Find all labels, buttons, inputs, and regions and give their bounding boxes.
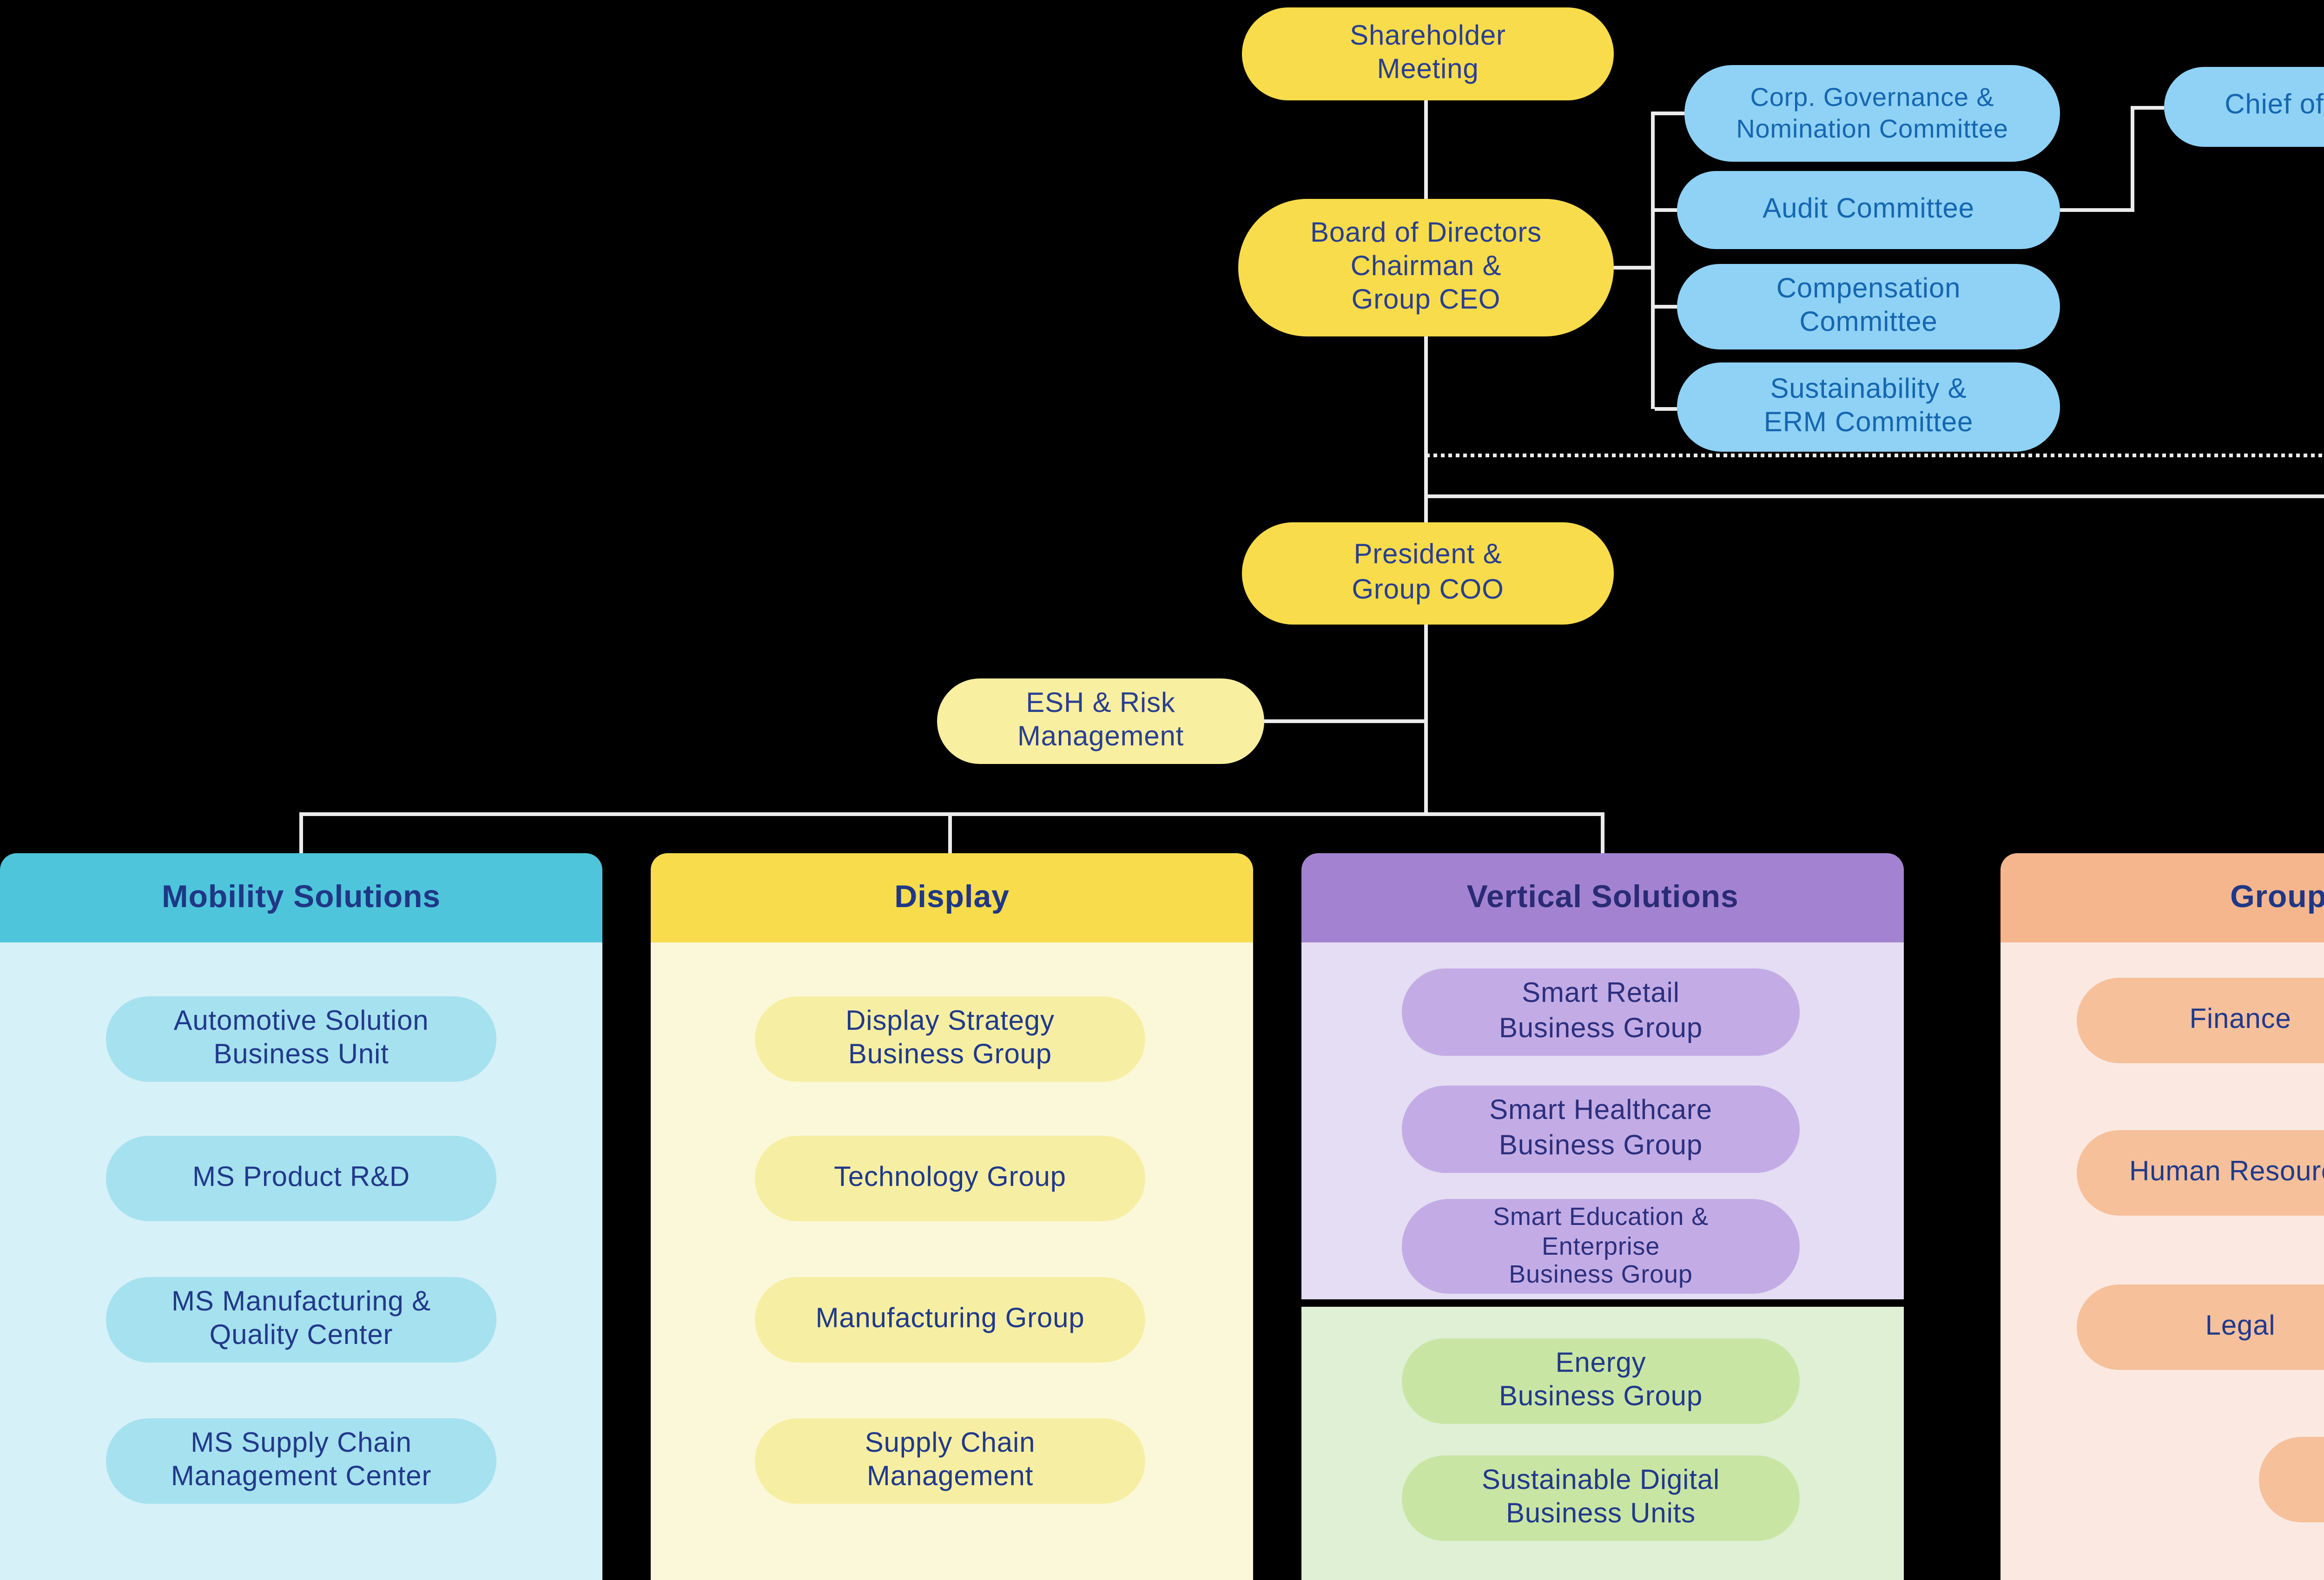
node-manufacturing-group: Manufacturing Group	[755, 1277, 1145, 1363]
node-board-of-directors: Board of Directors Chairman & Group CEO	[1238, 199, 1614, 336]
connector-drop-display	[948, 812, 952, 853]
node-smart-education-enterprise-business-group: Smart Education & Enterprise Business Gr…	[1402, 1199, 1800, 1294]
node-smart-retail-business-group: Smart Retail Business Group	[1402, 968, 1800, 1056]
node-supply-chain-management: Supply Chain Management	[755, 1418, 1145, 1504]
connector-committee-bracket	[1651, 112, 1655, 409]
connector-stub-audit	[1655, 208, 1677, 212]
connector-esh-trunk	[1264, 719, 1428, 723]
connector-audit-compliance-h	[2060, 208, 2134, 212]
node-chief-of-compliance: Chief of Compliance	[2164, 67, 2324, 147]
node-technology-group: Technology Group	[755, 1136, 1145, 1221]
node-legal: Legal	[2077, 1284, 2324, 1370]
connector-audit-compliance-h2	[2131, 106, 2164, 110]
node-energy-business-group: Energy Business Group	[1402, 1338, 1800, 1424]
header-group-infrastructure-unit: Group Infrastructure Unit	[2000, 853, 2324, 942]
connector-giu-branch-h	[1424, 494, 2324, 498]
connector-board-president	[1424, 336, 1428, 522]
header-mobility-solutions: Mobility Solutions	[0, 853, 602, 942]
node-president-group-coo: President & Group COO	[1242, 522, 1614, 625]
node-display-strategy-business-group: Display Strategy Business Group	[755, 996, 1145, 1082]
connector-bottom-distribution	[299, 812, 1604, 816]
connector-shareholder-board	[1424, 100, 1428, 199]
connector-audit-compliance-v	[2131, 106, 2134, 212]
node-human-resource: Human Resource	[2077, 1130, 2324, 1216]
connector-drop-mobility	[299, 812, 303, 853]
node-finance: Finance	[2077, 978, 2324, 1063]
node-automotive-solution-business-unit: Automotive Solution Business Unit	[106, 996, 496, 1082]
connector-board-bracket	[1614, 266, 1651, 270]
node-auditing: Auditing	[2259, 1437, 2324, 1522]
node-shareholder-meeting: Shareholder Meeting	[1242, 7, 1614, 100]
node-esh-risk-management: ESH & Risk Management	[937, 678, 1264, 764]
connector-drop-vertical	[1601, 812, 1604, 853]
node-smart-healthcare-business-group: Smart Healthcare Business Group	[1402, 1086, 1800, 1173]
node-compensation-committee: Compensation Committee	[1677, 264, 2060, 349]
node-audit-committee: Audit Committee	[1677, 171, 2060, 249]
node-ms-product-rd: MS Product R&D	[106, 1136, 496, 1221]
node-sustainable-digital-business-units: Sustainable Digital Business Units	[1402, 1455, 1800, 1541]
header-display: Display	[651, 853, 1253, 942]
header-vertical-solutions: Vertical Solutions	[1301, 853, 1904, 942]
dotted-compliance-to-trunk	[1426, 454, 2324, 457]
node-ms-supply-chain-management-center: MS Supply Chain Management Center	[106, 1418, 496, 1504]
connector-stub-corp-governance	[1655, 112, 1684, 115]
connector-stub-compensation	[1655, 305, 1677, 309]
node-corp-governance-nomination-committee: Corp. Governance & Nomination Committee	[1684, 65, 2060, 162]
node-sustainability-erm-committee: Sustainability & ERM Committee	[1677, 362, 2060, 452]
node-ms-manufacturing-quality-center: MS Manufacturing & Quality Center	[106, 1277, 496, 1363]
connector-stub-sustainability	[1655, 407, 1677, 411]
